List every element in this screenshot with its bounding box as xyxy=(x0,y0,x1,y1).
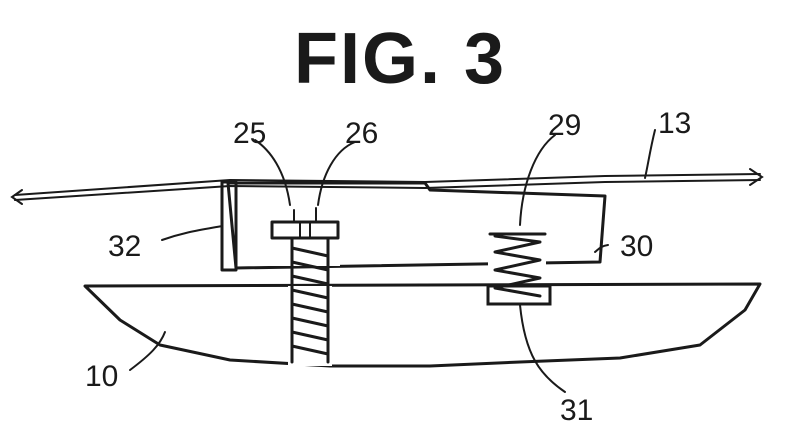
label-10: 10 xyxy=(85,360,118,393)
spring xyxy=(488,232,547,298)
label-26: 26 xyxy=(345,117,378,150)
label-32: 32 xyxy=(108,230,141,263)
figure-title: FIG. 3 xyxy=(293,19,507,99)
label-31: 31 xyxy=(560,394,593,427)
base-block xyxy=(83,282,762,368)
leader-lines xyxy=(129,129,656,393)
label-13: 13 xyxy=(658,107,691,140)
sheet-line xyxy=(10,168,764,205)
screw xyxy=(270,207,340,364)
label-29: 29 xyxy=(548,109,581,142)
label-30: 30 xyxy=(620,230,653,263)
label-25: 25 xyxy=(233,117,266,150)
mounting-block xyxy=(220,180,607,272)
